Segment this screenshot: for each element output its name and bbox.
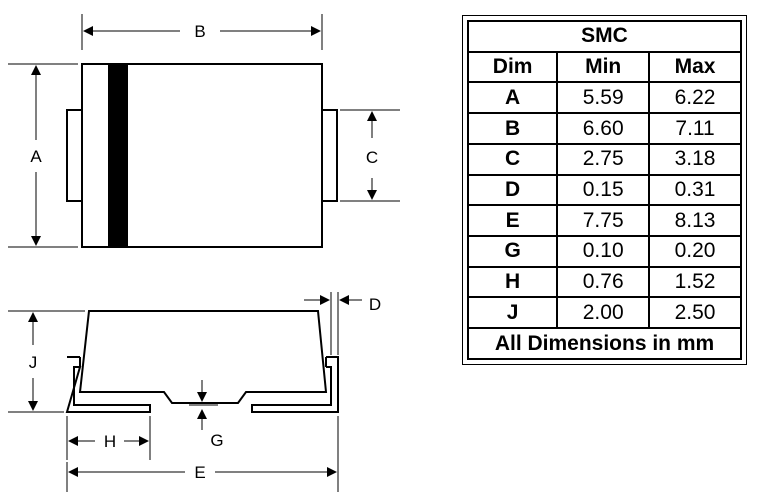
- label-C: C: [366, 148, 378, 167]
- label-A: A: [30, 147, 42, 166]
- dimension-J: [8, 310, 85, 413]
- dimension-C: [340, 109, 400, 202]
- row-dim: C: [466, 142, 559, 176]
- package-outline-drawing: B A C J D G: [8, 14, 400, 492]
- row-dim: H: [466, 265, 559, 299]
- dimension-D: [304, 292, 362, 355]
- row-min: 0.76: [556, 265, 651, 299]
- row-max: 6.22: [648, 81, 742, 115]
- table-footer-row: All Dimensions in mm: [467, 327, 742, 360]
- table-row: E 7.75 8.13: [466, 204, 742, 238]
- row-dim: J: [466, 296, 559, 330]
- label-E: E: [194, 463, 205, 482]
- header-max: Max: [648, 50, 742, 84]
- dimension-table: SMC Dim Min Max A 5.59 6.22 B 6.60 7.11 …: [466, 20, 742, 360]
- row-min: 0.10: [556, 235, 651, 268]
- table-title: SMC: [467, 20, 742, 53]
- row-min: 7.75: [556, 204, 651, 238]
- label-D: D: [369, 295, 381, 314]
- row-max: 7.11: [648, 112, 742, 145]
- dimension-G: [189, 380, 218, 430]
- row-dim: G: [466, 235, 559, 268]
- row-dim: B: [466, 112, 559, 145]
- dimension-B: [81, 14, 323, 50]
- dimension-E: [66, 416, 339, 492]
- row-min: 0.15: [556, 173, 651, 207]
- label-J: J: [29, 353, 38, 372]
- table-row: A 5.59 6.22: [466, 81, 742, 115]
- row-max: 0.20: [648, 235, 742, 268]
- row-min: 2.00: [556, 296, 651, 330]
- dimension-table-frame: SMC Dim Min Max A 5.59 6.22 B 6.60 7.11 …: [462, 15, 747, 365]
- row-min: 5.59: [556, 81, 651, 115]
- label-G: G: [210, 431, 223, 450]
- label-B: B: [194, 22, 205, 41]
- lead-frame: [65, 356, 339, 413]
- row-min: 2.75: [556, 142, 651, 176]
- dimension-H: [66, 416, 151, 460]
- header-min: Min: [556, 50, 651, 84]
- row-dim: D: [466, 173, 559, 207]
- row-min: 6.60: [556, 112, 651, 145]
- row-max: 8.13: [648, 204, 742, 238]
- table-row: D 0.15 0.31: [466, 173, 742, 207]
- row-max: 0.31: [648, 173, 742, 207]
- side-view-body: [78, 310, 328, 404]
- label-H: H: [104, 432, 116, 451]
- table-row: H 0.76 1.52: [466, 265, 742, 299]
- top-view: [66, 63, 338, 248]
- row-dim: A: [466, 81, 559, 115]
- table-row: C 2.75 3.18: [466, 142, 742, 176]
- side-view: [65, 310, 339, 413]
- row-max: 1.52: [648, 265, 742, 299]
- row-max: 2.50: [648, 296, 742, 330]
- header-dim: Dim: [466, 50, 559, 84]
- table-footer: All Dimensions in mm: [467, 327, 742, 360]
- table-title-row: SMC: [467, 20, 742, 53]
- table-row: B 6.60 7.11: [466, 112, 742, 145]
- table-header-row: Dim Min Max: [466, 50, 742, 84]
- row-dim: E: [466, 204, 559, 238]
- left-terminal: [66, 109, 83, 202]
- cathode-band: [108, 64, 128, 247]
- right-terminal: [321, 109, 338, 202]
- table-row: G 0.10 0.20: [466, 235, 742, 268]
- row-max: 3.18: [648, 142, 742, 176]
- table-row: J 2.00 2.50: [466, 296, 742, 330]
- dimension-A: [8, 63, 78, 248]
